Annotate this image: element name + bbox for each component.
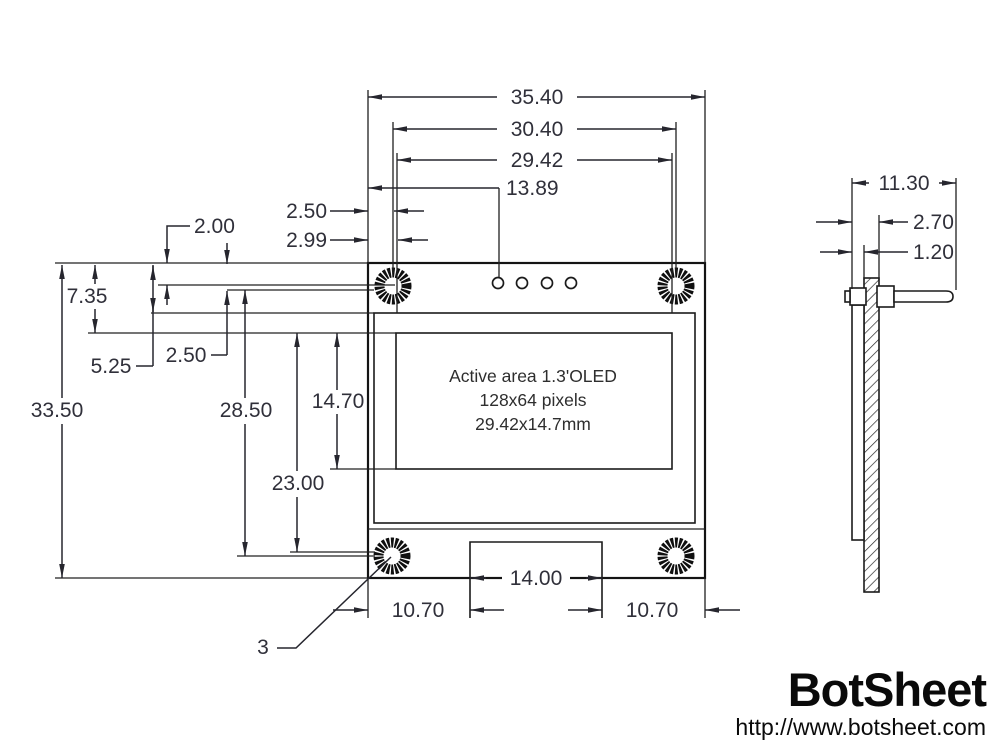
top-dimensions: 35.40 30.40 29.42 13.89 2.50 2.99 <box>286 86 706 313</box>
hole-diameter-leader <box>277 556 392 649</box>
dim-total-height-label: 33.50 <box>31 399 84 422</box>
dim-top-to-active-label: 7.35 <box>67 285 108 308</box>
pin-hole-4 <box>564 276 578 290</box>
active-area-label-line1: Active area 1.3'OLED <box>449 366 617 386</box>
brand: BotSheet http://www.botsheet.com <box>735 663 988 740</box>
glass-side-section <box>851 304 865 541</box>
dim-hole-span-width-label: 30.40 <box>511 118 564 141</box>
connector-side-body <box>849 287 867 306</box>
side-view <box>844 277 954 593</box>
connector-side-latch <box>844 290 851 303</box>
pcb-side-section <box>863 277 880 593</box>
mounting-hole-bottom-right <box>657 537 695 575</box>
dim-pin-offset-label: 13.89 <box>506 177 559 200</box>
dim-active-to-bottom-label: 23.00 <box>272 472 325 495</box>
brand-name: BotSheet <box>788 663 988 716</box>
dim-top-to-pin-row-label: 2.00 <box>194 215 235 238</box>
mounting-hole-bottom-left <box>373 537 411 575</box>
dim-active-width-label: 29.42 <box>511 149 564 172</box>
pin-hole-3 <box>540 276 554 290</box>
glass-outline <box>373 312 696 524</box>
dim-total-width-label: 35.40 <box>511 86 564 109</box>
dim-pin-row-to-active-label: 5.25 <box>91 355 132 378</box>
dim-bottom-right-offset-label: 10.70 <box>626 599 679 622</box>
header-pin <box>893 290 954 303</box>
active-area-label-line2: 128x64 pixels <box>479 390 586 410</box>
dim-edge-to-active-label: 2.99 <box>286 229 327 252</box>
active-area-label-line3: 29.42x14.7mm <box>475 414 591 434</box>
dim-side-glass-thickness-label: 1.20 <box>913 241 954 264</box>
dim-active-height-label: 14.70 <box>312 390 365 413</box>
left-extension-lines <box>55 262 396 579</box>
top-extension-lines <box>367 90 706 313</box>
pin-hole-2 <box>515 276 529 290</box>
side-dimensions: 11.30 2.70 1.20 <box>816 172 957 290</box>
dim-bottom-left-offset-label: 10.70 <box>392 599 445 622</box>
mounting-hole-top-left <box>374 267 412 305</box>
dim-top-to-pin-bottom-label: 2.50 <box>166 344 207 367</box>
active-area-outline <box>395 332 673 470</box>
dim-side-total-thickness-label: 2.70 <box>913 211 954 234</box>
dim-edge-to-hole-label: 2.50 <box>286 200 327 223</box>
pin-hole-1 <box>491 276 505 290</box>
left-dimensions: 2.00 7.35 5.25 2.50 33.50 28.50 23.00 14 <box>31 215 396 579</box>
brand-url: http://www.botsheet.com <box>735 714 986 740</box>
dim-hole-diameter-label: 3 <box>257 636 269 659</box>
pin-header-body <box>876 285 895 308</box>
dim-bottom-center-width-label: 14.00 <box>510 567 563 590</box>
bottom-dimensions: 10.70 14.00 10.70 3 <box>257 556 740 659</box>
dim-hole-span-height-label: 28.50 <box>220 399 273 422</box>
label-mask <box>502 567 570 589</box>
dim-side-width-label: 11.30 <box>879 172 930 195</box>
front-view: Active area 1.3'OLED 128x64 pixels 29.42… <box>366 261 707 618</box>
mounting-hole-top-right <box>657 267 695 305</box>
